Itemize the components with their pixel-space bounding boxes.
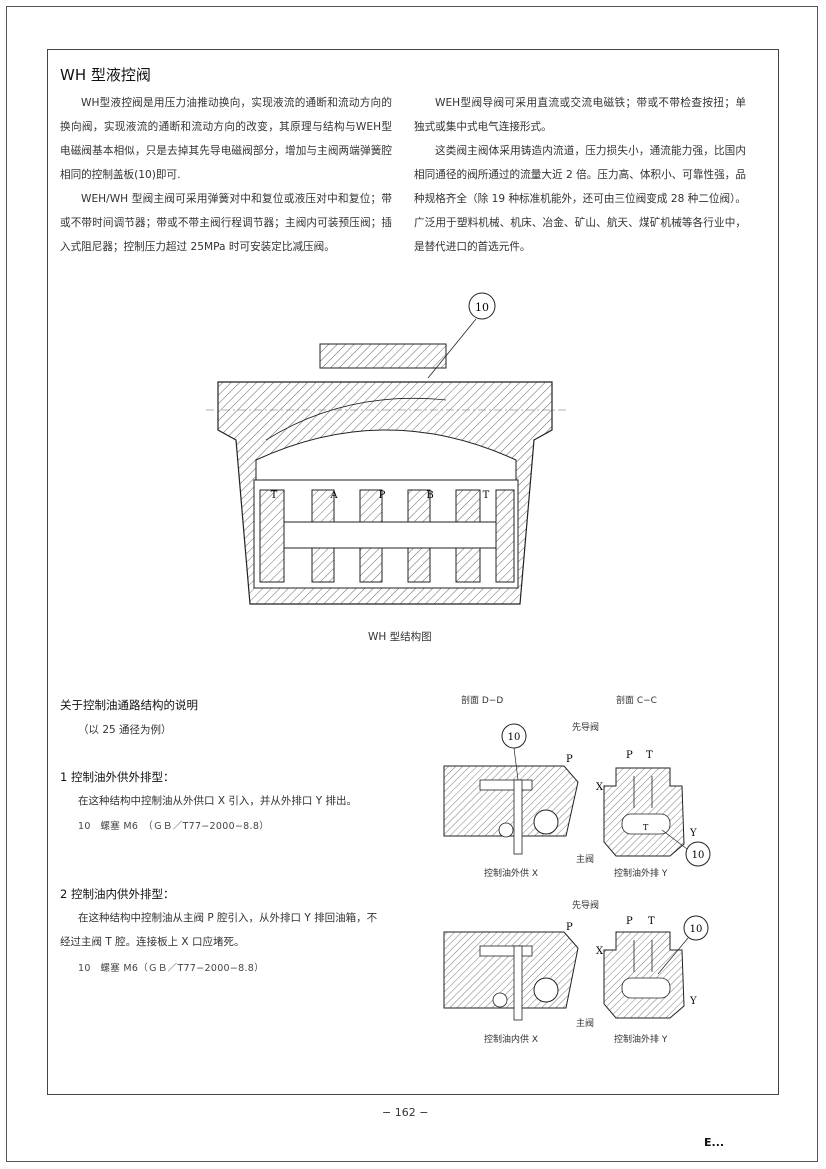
content-frame (47, 49, 779, 1095)
port-label-t2: T (483, 490, 490, 501)
top-right-caption: 控制油外排 Y (614, 869, 668, 879)
port-label-a: A (329, 490, 338, 501)
main-callout: 10 (475, 301, 489, 314)
top-main-label: 主阀 (576, 855, 595, 865)
top-label-p-right: P (626, 750, 633, 761)
section-cc-label: 剖面 C−C (616, 696, 657, 706)
top-left-caption: 控制油外供 X (484, 869, 539, 879)
top-callout-a: 10 (508, 732, 521, 743)
top-label-t-right: T (646, 750, 653, 761)
top-label-p-left: P (566, 754, 573, 765)
page-border (6, 6, 818, 1162)
bottom-label-x: X (596, 946, 604, 957)
bottom-right-caption: 控制油外排 Y (614, 1035, 668, 1045)
item2-heading: 2 控制油内供外排型： (60, 887, 175, 901)
wh-structure-figure: 10 T A P B T (196, 290, 576, 620)
item1-heading: 1 控制油外供外排型： (60, 770, 175, 784)
item2-text-line2: 经过主阀 T 腔。连接板上 X 口应堵死。 (60, 936, 245, 948)
port-label-t1: T (271, 490, 278, 501)
intro-paragraph-1: WH型液控阀是用压力油推动换向，实现液流的通断和流动方向的换向阀，实现液流的通断… (60, 97, 392, 181)
bottom-label-p-left: P (566, 922, 573, 933)
main-figure-caption: WH 型结构图 (368, 631, 432, 643)
item2-text-line1: 在这种结构中控制油从主阀 P 腔引入，从外排口 Y 排回油箱，不 (78, 912, 378, 924)
top-label-y: Y (689, 828, 697, 839)
top-label-t-inner: T (643, 823, 649, 832)
intro-paragraph-2: WEH/WH 型阀主阀可采用弹簧对中和复位或液压对中和复位；带或不带时间调节器；… (60, 193, 392, 253)
bottom-pilot-label: 先导阀 (572, 901, 600, 911)
item1-note: 10 螺塞 M6 （ＧＢ／T77−2000−8.8） (78, 821, 269, 832)
bottom-label-p-right: P (626, 916, 633, 927)
top-label-x: X (596, 782, 604, 793)
bottom-callout: 10 (690, 924, 703, 935)
port-label-b: B (426, 490, 433, 501)
port-label-p: P (379, 490, 386, 501)
intro-paragraph-3: WEH型阀导阀可采用直流或交流电磁铁；带或不带检查按扭；单独式或集中式电气连接形… (414, 97, 746, 133)
intro-left-column: WH型液控阀是用压力油推动换向，实现液流的通断和流动方向的换向阀，实现液流的通断… (60, 91, 392, 259)
publisher-logo: E... (704, 1136, 725, 1149)
control-internal-diagram: P P T X Y 10 (443, 915, 709, 1021)
bottom-main-label: 主阀 (576, 1019, 595, 1029)
section-dd-label: 剖面 D−D (461, 696, 504, 706)
bottom-label-t-right: T (648, 916, 655, 927)
item2-note: 10 螺塞 M6（ＧＢ／T77−2000−8.8） (78, 963, 264, 974)
section-title: 关于控制油通路结构的说明 (60, 698, 198, 712)
wh-structure-drawing: 10 T A P B T (206, 292, 566, 605)
top-callout-b: 10 (692, 850, 705, 861)
section-subtitle: （以 25 通径为例） (78, 724, 172, 736)
intro-paragraph-4: 这类阀主阀体采用铸造内流道，压力损失小，通流能力强，比国内相同通径的阀所通过的流… (414, 145, 746, 253)
control-external-diagram: 10 P P T T X Y 10 (443, 723, 711, 867)
intro-right-column: WEH型阀导阀可采用直流或交流电磁铁；带或不带检查按扭；单独式或集中式电气连接形… (414, 91, 746, 259)
top-pilot-label: 先导阀 (572, 723, 600, 733)
page-title: WH 型液控阀 (60, 66, 151, 84)
page-number: − 162 − (382, 1106, 429, 1119)
item1-text: 在这种结构中控制油从外供口 X 引入，并从外排口 Y 排出。 (78, 795, 357, 807)
bottom-left-caption: 控制油内供 X (484, 1035, 539, 1045)
bottom-label-y: Y (689, 996, 697, 1007)
